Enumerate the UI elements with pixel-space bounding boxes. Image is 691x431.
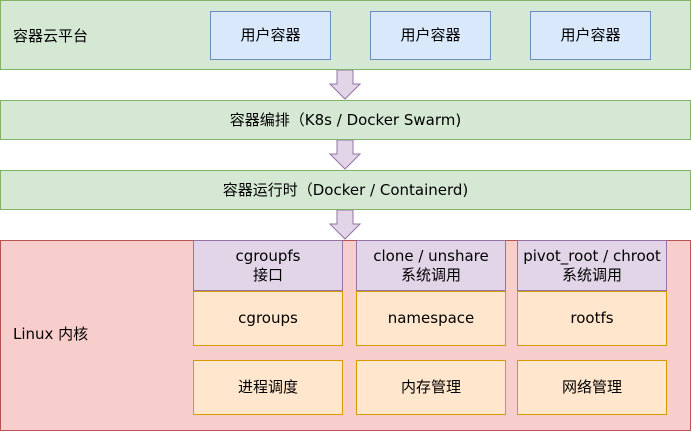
- down-arrow-icon: [329, 210, 361, 240]
- mgmt-process-scheduling: 进程调度: [193, 360, 343, 415]
- mgmt-label: 进程调度: [237, 378, 298, 397]
- feature-namespace: namespace: [356, 291, 506, 346]
- user-container-label: 用户容器: [240, 26, 301, 45]
- feature-cgroups: cgroups: [193, 291, 343, 346]
- orchestration-label: 容器编排（K8s / Docker Swarm): [229, 110, 462, 129]
- down-arrow-icon: [329, 70, 361, 100]
- runtime-label: 容器运行时（Docker / Containerd): [222, 180, 469, 199]
- platform-label: 容器云平台: [13, 27, 89, 45]
- interface-clone-unshare: clone / unshare 系统调用: [356, 240, 506, 291]
- interface-line1: clone / unshare: [373, 246, 489, 265]
- user-container-3: 用户容器: [530, 11, 651, 60]
- feature-label: namespace: [387, 309, 475, 328]
- feature-rootfs: rootfs: [517, 291, 667, 346]
- down-arrow-icon: [329, 140, 361, 170]
- runtime-layer: 容器运行时（Docker / Containerd): [0, 170, 691, 210]
- kernel-label: Linux 内核: [13, 325, 89, 343]
- mgmt-memory: 内存管理: [356, 360, 506, 415]
- interface-line2: 接口: [252, 265, 283, 284]
- mgmt-label: 网络管理: [561, 378, 622, 397]
- feature-label: rootfs: [570, 309, 614, 328]
- interface-line1: pivot_root / chroot: [523, 246, 661, 265]
- mgmt-label: 内存管理: [400, 378, 461, 397]
- orchestration-layer: 容器编排（K8s / Docker Swarm): [0, 100, 691, 140]
- user-container-label: 用户容器: [400, 26, 461, 45]
- mgmt-network: 网络管理: [517, 360, 667, 415]
- interface-pivot-root: pivot_root / chroot 系统调用: [517, 240, 667, 291]
- interface-line2: 系统调用: [561, 265, 622, 284]
- interface-cgroupfs: cgroupfs 接口: [193, 240, 343, 291]
- feature-label: cgroups: [238, 309, 298, 328]
- user-container-2: 用户容器: [370, 11, 491, 60]
- user-container-1: 用户容器: [210, 11, 331, 60]
- interface-line2: 系统调用: [400, 265, 461, 284]
- interface-line1: cgroupfs: [235, 246, 301, 265]
- user-container-label: 用户容器: [560, 26, 621, 45]
